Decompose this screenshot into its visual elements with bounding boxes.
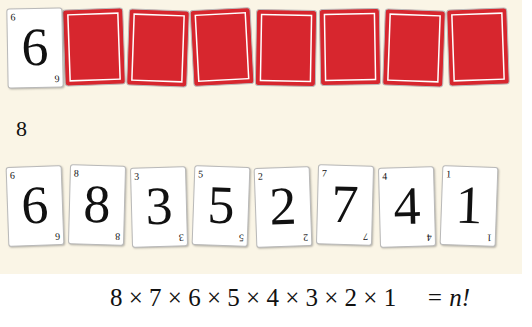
card-rank: 1 [444, 177, 494, 233]
corner-index-inverted: 8 [115, 231, 120, 242]
card-rank: 5 [196, 177, 246, 233]
card-rank: 3 [134, 178, 183, 233]
card-rank: 4 [382, 178, 431, 233]
playing-card: 888 [68, 164, 126, 245]
playing-card: 666 [6, 8, 63, 89]
card-rank: 8 [72, 176, 121, 231]
corner-index-inverted: 4 [427, 232, 432, 243]
corner-index-inverted: 1 [487, 233, 492, 244]
corner-index-inverted: 3 [179, 232, 184, 243]
corner-index-inverted: 6 [55, 231, 60, 242]
card-rank: 7 [320, 176, 369, 231]
product-formula: 8 × 7 × 6 × 5 × 4 × 3 × 2 × 1 [110, 284, 396, 312]
table-ground [0, 0, 522, 274]
playing-card: 777 [316, 164, 374, 245]
corner-index-inverted: 6 [54, 74, 59, 85]
card-rank: 6 [11, 20, 60, 75]
count-note: 8 [16, 116, 27, 142]
corner-index-inverted: 7 [363, 231, 368, 242]
playing-card: 666 [6, 165, 65, 247]
face-down-cards [63, 7, 510, 87]
card-rank: 6 [10, 177, 60, 233]
playing-card: 111 [440, 165, 499, 247]
playing-card: 555 [192, 165, 251, 247]
card-rank: 2 [258, 178, 308, 234]
playing-card: 222 [254, 166, 313, 248]
playing-card: 333 [130, 166, 188, 247]
playing-card: 444 [378, 166, 436, 247]
factorial-result: = n! [426, 284, 470, 312]
corner-index-inverted: 5 [239, 233, 244, 244]
corner-index-inverted: 2 [303, 232, 308, 243]
